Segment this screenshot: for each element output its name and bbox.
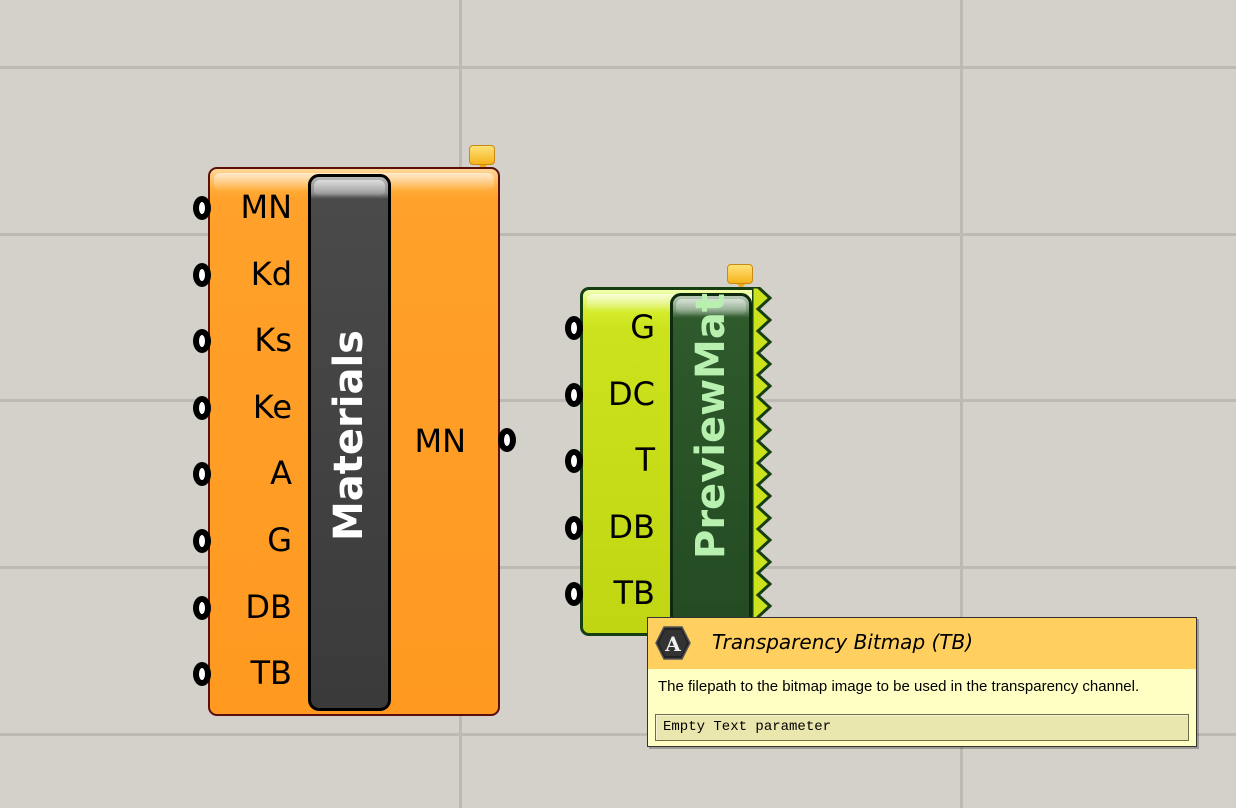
tooltip-description: The filepath to the bitmap image to be u… — [658, 678, 1140, 695]
parameter-tooltip: A Transparency Bitmap (TB) The filepath … — [647, 617, 1197, 747]
input-port-a[interactable] — [193, 462, 211, 487]
message-bubble-icon[interactable] — [469, 145, 495, 170]
grid-line — [0, 733, 1236, 736]
tooltip-header: A Transparency Bitmap (TB) — [648, 618, 1196, 669]
name-bar-highlight — [676, 299, 746, 315]
svg-text:A: A — [664, 632, 681, 656]
input-label-tb: TB — [250, 654, 293, 693]
zigzag-edge — [752, 287, 773, 636]
grid-line — [960, 0, 963, 808]
input-label-a: A — [270, 454, 292, 493]
input-port-mn[interactable] — [193, 196, 211, 220]
input-port-kd[interactable] — [193, 262, 211, 287]
input-label-kd: Kd — [250, 254, 292, 293]
tooltip-value-box: Empty Text parameter — [655, 714, 1189, 741]
input-label-mn: MN — [240, 188, 292, 226]
message-bubble-icon[interactable] — [727, 264, 753, 289]
input-port-g[interactable] — [193, 529, 211, 553]
input-label-db: DB — [608, 507, 655, 546]
output-port-mn[interactable] — [498, 428, 516, 452]
output-label-mn: MN — [414, 422, 466, 460]
name-bar-highlight — [314, 180, 385, 196]
previewmat-component-name: PreviewMat — [688, 293, 734, 559]
materials-component-name: Materials — [326, 330, 372, 541]
input-label-g: G — [630, 308, 655, 346]
input-port-ke[interactable] — [193, 395, 211, 420]
input-port-db[interactable] — [193, 595, 211, 620]
materials-name-bar[interactable] — [308, 174, 391, 711]
input-port-dc[interactable] — [565, 382, 583, 407]
grid-line — [0, 66, 1236, 69]
text-parameter-icon: A — [655, 626, 691, 660]
input-label-t: T — [635, 441, 655, 480]
input-port-ks[interactable] — [193, 329, 211, 354]
input-port-g[interactable] — [565, 316, 583, 340]
input-label-db: DB — [245, 587, 292, 626]
input-label-ks: Ks — [254, 321, 292, 360]
previewmat-name-bar[interactable] — [670, 293, 752, 633]
input-port-tb[interactable] — [565, 582, 583, 607]
input-port-tb[interactable] — [193, 662, 211, 687]
input-port-t[interactable] — [565, 449, 583, 474]
input-label-dc: DC — [608, 374, 655, 413]
tooltip-title: Transparency Bitmap (TB) — [712, 630, 974, 654]
input-label-g: G — [267, 521, 292, 559]
grid-line — [0, 233, 1236, 236]
input-label-ke: Ke — [252, 387, 292, 426]
input-port-db[interactable] — [565, 515, 583, 540]
input-label-tb: TB — [613, 574, 656, 613]
